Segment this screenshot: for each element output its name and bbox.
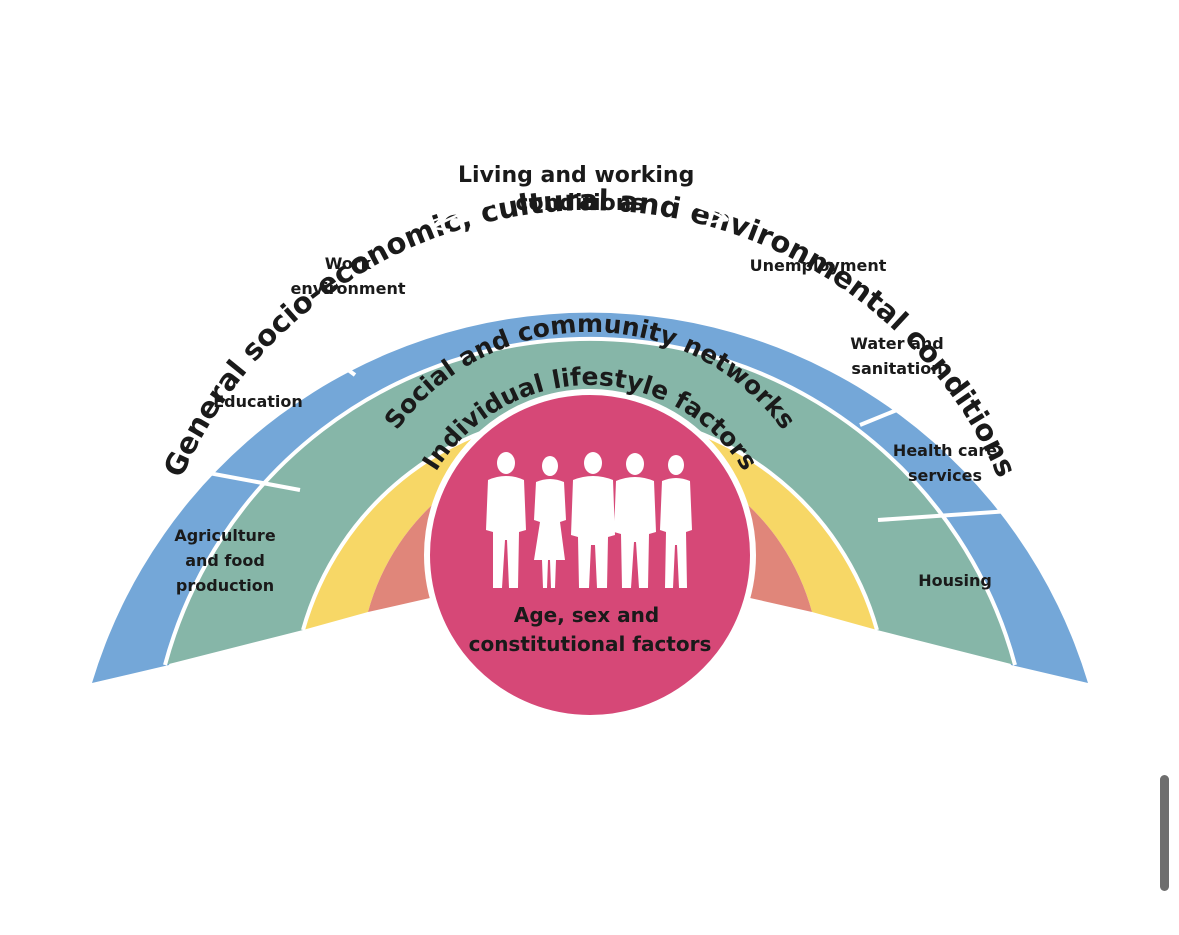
people-silhouettes-icon <box>486 452 692 588</box>
social-networks-band <box>303 412 877 630</box>
living-working-label: Living and working conditions <box>458 163 702 216</box>
core-label: Age, sex and constitutional factors <box>469 603 712 656</box>
vertical-scrollbar[interactable] <box>1160 775 1169 891</box>
segment-housing: Housing <box>918 571 992 590</box>
segment-unemployment: Unemployment <box>750 256 887 275</box>
outer-band <box>92 312 1088 683</box>
living-working-band <box>165 338 1015 665</box>
double-arrow-icon <box>431 198 729 232</box>
segment-education: Education <box>213 392 303 411</box>
